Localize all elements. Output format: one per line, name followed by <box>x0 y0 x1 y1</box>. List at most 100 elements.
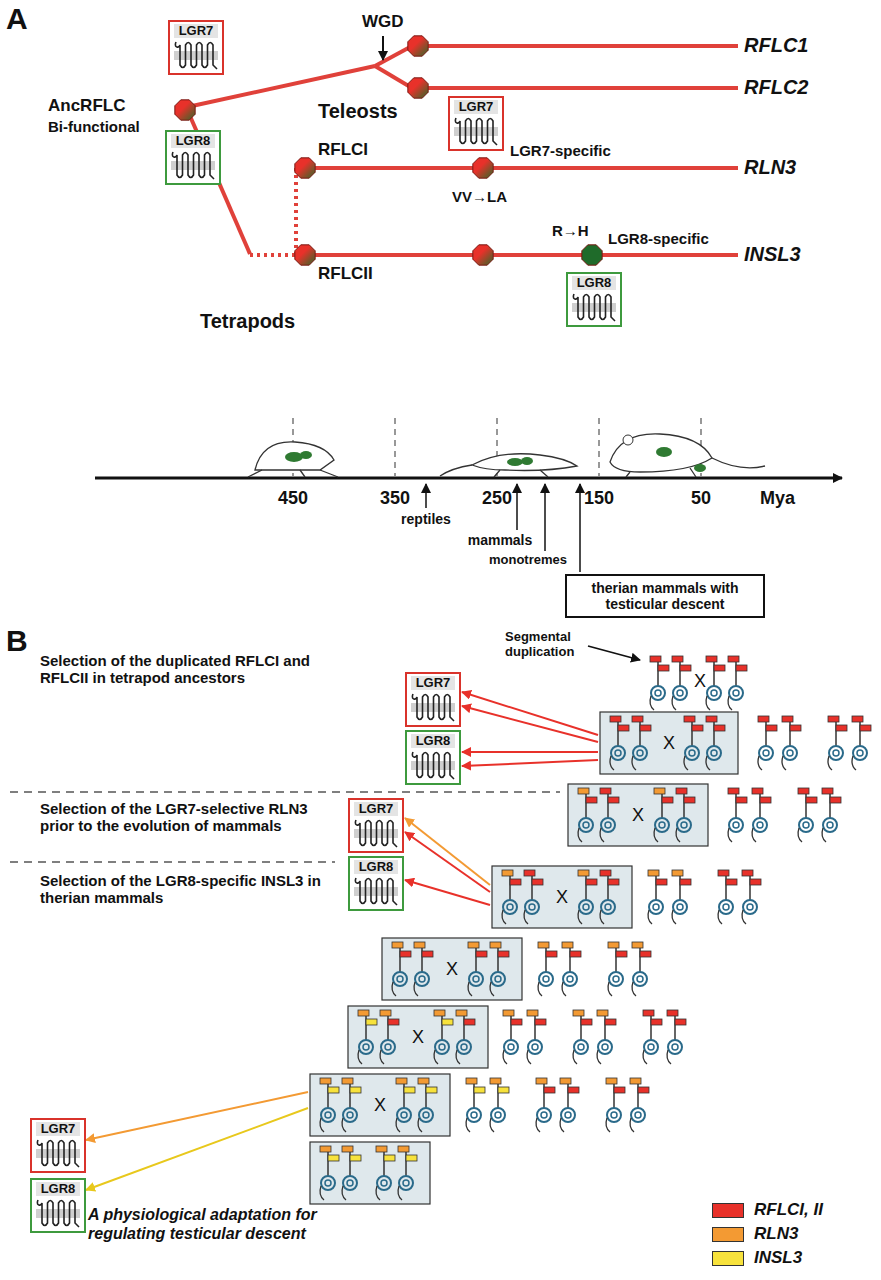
time-gridline <box>598 418 600 476</box>
gene-glyph <box>676 788 695 842</box>
gene-glyph <box>466 1078 485 1132</box>
gene-glyph <box>578 870 597 924</box>
legend-text: INSL3 <box>754 1248 802 1268</box>
receptor-serpentine <box>37 1140 79 1167</box>
receptor-box: LGR8 <box>348 856 404 911</box>
receptor-icon <box>36 1198 80 1228</box>
gene-glyph <box>718 870 737 924</box>
gene-glyph <box>610 716 629 770</box>
receptor-icon <box>411 750 455 780</box>
node-text: LGR8 <box>171 134 215 148</box>
receptor-box: LGR7 <box>168 20 224 75</box>
gene-glyph <box>578 788 597 842</box>
receptor-serpentine <box>355 820 397 847</box>
axis-tick: 150 <box>584 488 614 509</box>
chromosome-segment-box <box>492 866 632 928</box>
gene-glyph <box>608 942 627 996</box>
ligand-octagon <box>408 36 428 56</box>
frog-legs <box>248 470 338 477</box>
selection-arrow <box>405 818 490 885</box>
gene-glyph <box>536 1078 555 1132</box>
receptor-icon <box>171 150 215 180</box>
event-arrow <box>516 484 518 530</box>
specificity-label: LGR7-specific <box>510 142 611 159</box>
tree-branch <box>305 253 738 257</box>
step-description: Selection of the LGR7-selective RLN3 pri… <box>40 800 330 835</box>
node-text: LGR7 <box>411 676 455 690</box>
gene-glyph <box>606 1078 625 1132</box>
receptor-icon <box>454 116 498 146</box>
gene-name: RFLC2 <box>744 76 808 99</box>
receptor-icon <box>174 40 218 70</box>
gene-glyph <box>684 716 703 770</box>
node-text: LGR8 <box>572 276 616 290</box>
tree-branch-dotted <box>250 253 296 257</box>
ligand-octagon-green <box>582 245 602 265</box>
gene-name: RFLC1 <box>744 34 808 57</box>
step-description: Selection of the duplicated RFLCI and RF… <box>40 652 340 687</box>
centromere-mark: X <box>694 671 706 692</box>
step-description: Selection of the LGR8-specific INSL3 in … <box>40 872 330 907</box>
legend-swatch <box>712 1203 744 1218</box>
receptor-serpentine <box>355 878 397 905</box>
mutation-label: VV→LA <box>452 188 507 205</box>
panel-letter: B <box>6 624 28 659</box>
gene-glyph <box>490 942 509 996</box>
gene-glyph <box>632 716 651 770</box>
gene-glyph <box>742 870 761 924</box>
gene-glyph <box>758 716 777 770</box>
event-arrow <box>425 484 427 508</box>
receptor-box: LGR8 <box>405 730 461 785</box>
gene-glyph <box>752 788 771 842</box>
gene-glyph <box>502 870 521 924</box>
gene-glyph <box>538 942 557 996</box>
panel-letter: A <box>6 2 28 37</box>
node-text: LGR7 <box>354 802 398 816</box>
gene-glyph <box>654 788 673 842</box>
ancestor-name: AncRFLC <box>48 96 125 116</box>
axis-tick: 50 <box>691 488 711 509</box>
gene-glyph <box>392 942 411 996</box>
centromere-mark: X <box>412 1027 424 1048</box>
event-arrow <box>579 484 581 572</box>
selection-arrow <box>462 751 598 753</box>
receptor-icon <box>354 818 398 848</box>
clade-label: Teleosts <box>318 100 398 123</box>
ancestor-note: Bi-functional <box>48 118 140 135</box>
gene-glyph <box>434 1010 453 1064</box>
receptor-icon <box>36 1138 80 1168</box>
gene-glyph <box>782 716 801 770</box>
legend-entry: RLN3 <box>712 1224 798 1244</box>
gene-glyph <box>503 1010 522 1064</box>
axis-tick: 250 <box>482 488 512 509</box>
gene-glyph <box>456 1010 475 1064</box>
ligand-octagon <box>473 245 493 265</box>
testis <box>300 451 312 459</box>
ligand-octagon <box>295 158 315 178</box>
selection-arrow <box>86 1108 308 1190</box>
gene-glyph <box>418 1078 437 1132</box>
gene-glyph <box>562 942 581 996</box>
receptor-box: LGR8 <box>165 130 221 185</box>
gene-glyph <box>597 1010 616 1064</box>
legend-entry: INSL3 <box>712 1248 802 1268</box>
receptor-icon <box>411 692 455 722</box>
axis-tick: 450 <box>278 488 308 509</box>
chromosome-segment-box <box>348 1006 488 1068</box>
gene-glyph <box>527 1010 546 1064</box>
gene-glyph <box>320 1078 339 1132</box>
gene-glyph <box>852 716 871 770</box>
frog-outline <box>255 442 334 470</box>
node-text: LGR8 <box>36 1182 80 1196</box>
tree-branch <box>375 46 412 66</box>
axis-tick: 350 <box>380 488 410 509</box>
clade-label: Tetrapods <box>200 310 295 333</box>
receptor-box: LGR8 <box>30 1178 86 1233</box>
receptor-icon <box>354 876 398 906</box>
gene-glyph <box>342 1146 361 1200</box>
time-gridline <box>394 418 396 476</box>
tree-branch-dotted <box>294 168 298 255</box>
gene-glyph <box>728 788 747 842</box>
receptor-serpentine <box>175 42 217 69</box>
